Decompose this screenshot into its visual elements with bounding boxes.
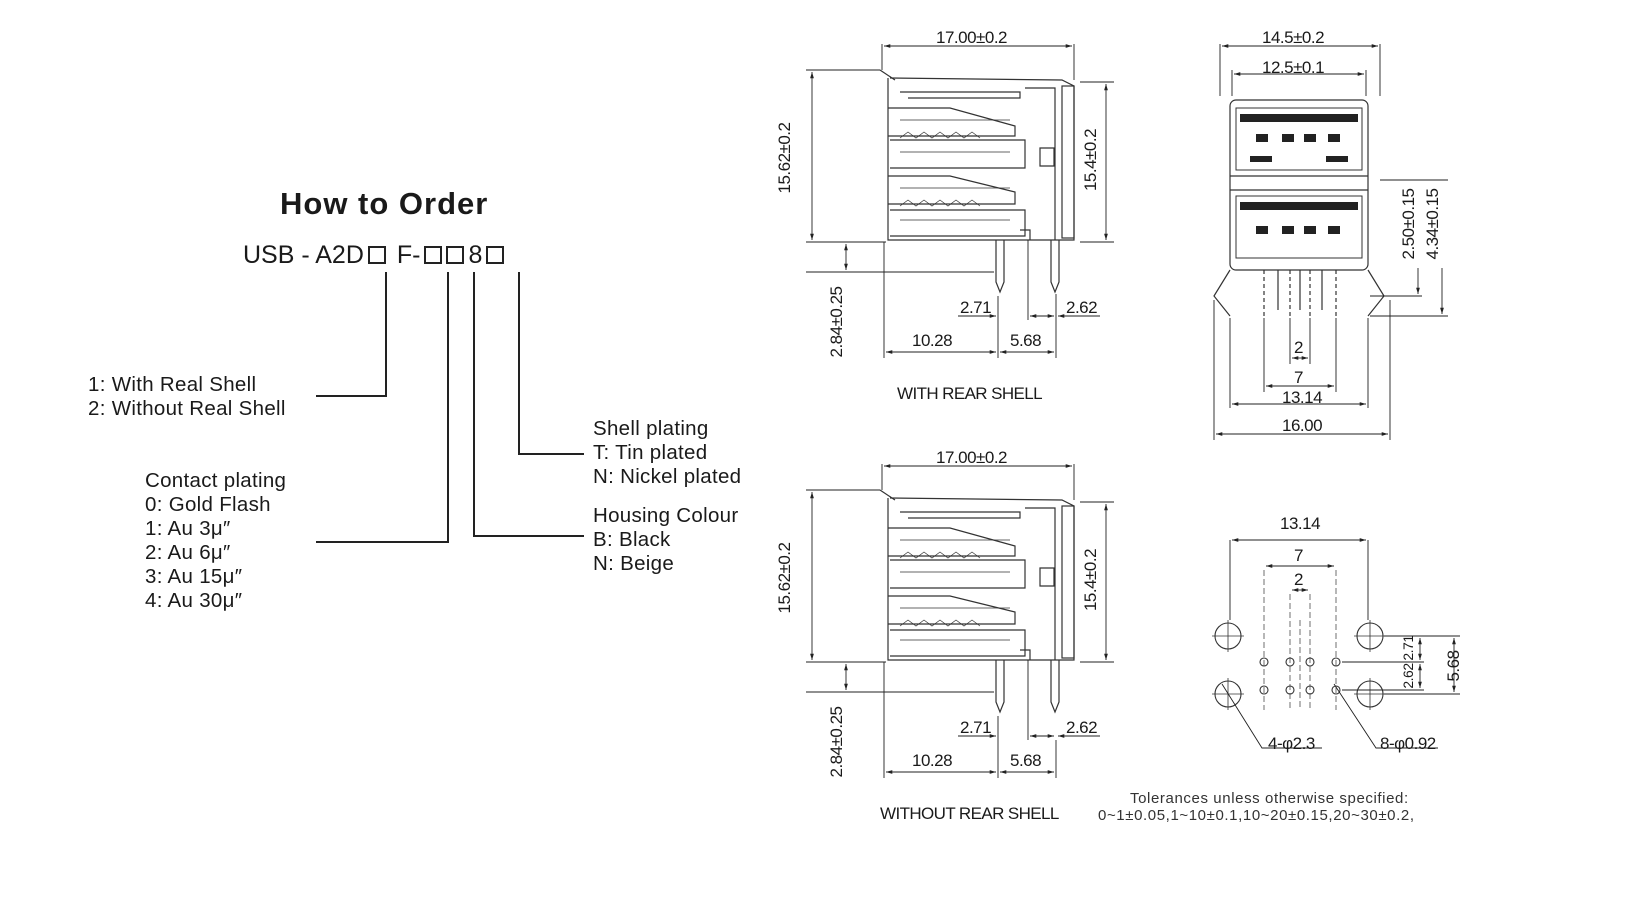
housing-colour-b: B: Black: [593, 528, 671, 551]
shell-type-2: 2: Without Real Shell: [88, 397, 286, 420]
top-d568-label: 5.68: [1010, 331, 1042, 350]
bottom-width-label: 17.00±0.2: [936, 448, 1008, 467]
contact-plating-4: 4: Au 30μ″: [145, 589, 243, 612]
shell-plating-options: Shell plating T: Tin plated N: Nickel pl…: [593, 417, 741, 489]
housing-colour-heading: Housing Colour: [593, 504, 739, 527]
tolerance-line-2: 0~1±0.05,1~10±0.1,10~20±0.15,20~30±0.2,: [1098, 807, 1415, 824]
code-box-plating: [486, 246, 505, 264]
shell-plating-t: T: Tin plated: [593, 441, 708, 464]
top-caption: WITH REAR SHELL: [897, 384, 1043, 403]
bottom-d568-label: 5.68: [1010, 751, 1042, 770]
fp-v262-label: 2.62: [1400, 663, 1416, 689]
code-prefix: USB - A2D: [243, 241, 364, 269]
code-box-contact: [424, 246, 443, 264]
code-box-shell: [367, 246, 386, 264]
contact-plating-heading: Contact plating: [145, 469, 287, 492]
bottom-d262-label: 2.62: [1066, 718, 1098, 737]
front-h250-label: 2.50±0.15: [1399, 188, 1418, 260]
code-mid: F-: [396, 241, 421, 269]
contact-plating-2: 2: Au 6μ″: [145, 541, 231, 564]
bottom-caption: WITHOUT REAR SHELL: [880, 804, 1059, 823]
top-pin-height-label: 2.84±0.25: [827, 286, 846, 358]
front-view: [1213, 44, 1448, 440]
fp-w1314-label: 13.14: [1280, 514, 1321, 533]
shell-type-options: 1: With Real Shell 2: Without Real Shell: [88, 373, 286, 421]
order-code: USB - A2D F- 8: [243, 241, 508, 270]
code-box-housing: [446, 246, 465, 264]
front-outer-width-label: 14.5±0.2: [1262, 28, 1325, 47]
housing-colour-n: N: Beige: [593, 552, 675, 575]
fp-w2-label: 2: [1294, 570, 1303, 589]
bottom-pin-height-label: 2.84±0.25: [827, 706, 846, 778]
top-height-left-label: 15.62±0.2: [775, 122, 794, 194]
side-view-top: [806, 44, 1114, 358]
contact-plating-3: 3: Au 15μ″: [145, 565, 243, 588]
top-d271-label: 2.71: [960, 298, 992, 317]
front-p1600-label: 16.00: [1282, 416, 1323, 435]
top-d262-label: 2.62: [1066, 298, 1098, 317]
bottom-height-right-label: 15.4±0.2: [1081, 548, 1100, 612]
fp-holes-small-label: 8-φ0.92: [1380, 734, 1436, 753]
bottom-d271-label: 2.71: [960, 718, 992, 737]
housing-colour-options: Housing Colour B: Black N: Beige: [593, 504, 739, 576]
shell-plating-n: N: Nickel plated: [593, 465, 742, 488]
contact-plating-0: 0: Gold Flash: [145, 493, 271, 516]
bottom-height-left-label: 15.62±0.2: [775, 542, 794, 614]
contact-plating-1: 1: Au 3μ″: [145, 517, 231, 540]
tolerance-line-1: Tolerances unless otherwise specified:: [1130, 790, 1409, 807]
front-p1314-label: 13.14: [1282, 388, 1323, 407]
front-p2-label: 2: [1294, 338, 1303, 357]
order-title: How to Order: [280, 186, 489, 221]
contact-plating-options: Contact plating 0: Gold Flash 1: Au 3μ″ …: [145, 469, 286, 613]
front-inner-width-label: 12.5±0.1: [1262, 58, 1325, 77]
pcb-footprint: [1212, 538, 1460, 749]
top-d1028-label: 10.28: [912, 331, 953, 350]
top-width-label: 17.00±0.2: [936, 28, 1008, 47]
top-height-right-label: 15.4±0.2: [1081, 128, 1100, 192]
fp-v568-label: 5.68: [1444, 650, 1463, 682]
code-eight: 8: [468, 241, 483, 269]
front-p7-label: 7: [1294, 368, 1303, 387]
shell-plating-heading: Shell plating: [593, 417, 709, 440]
fp-holes-large-label: 4-φ2.3: [1268, 734, 1315, 753]
bottom-d1028-label: 10.28: [912, 751, 953, 770]
order-leader-lines: [316, 272, 584, 543]
front-h434-label: 4.34±0.15: [1423, 188, 1442, 260]
fp-w7-label: 7: [1294, 546, 1303, 565]
shell-type-1: 1: With Real Shell: [88, 373, 257, 396]
side-view-bottom: [806, 464, 1114, 778]
